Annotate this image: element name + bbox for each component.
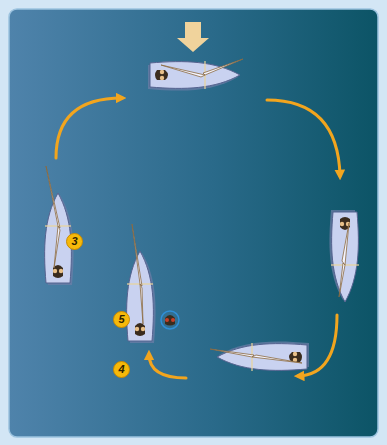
- callout-number: 3: [66, 233, 83, 250]
- callout-number: 4: [113, 361, 130, 378]
- boat-running: [329, 210, 359, 302]
- boat-stopped: [127, 224, 156, 343]
- boat-luffing: [45, 166, 74, 285]
- boat-head-to-wind: [148, 59, 243, 91]
- callout-number: 5: [113, 311, 130, 328]
- course-arrows: [56, 98, 340, 378]
- boat-gybing: [210, 341, 309, 371]
- wind-arrow: [177, 22, 209, 52]
- person-overboard: [161, 311, 179, 329]
- water-panel: [9, 9, 378, 437]
